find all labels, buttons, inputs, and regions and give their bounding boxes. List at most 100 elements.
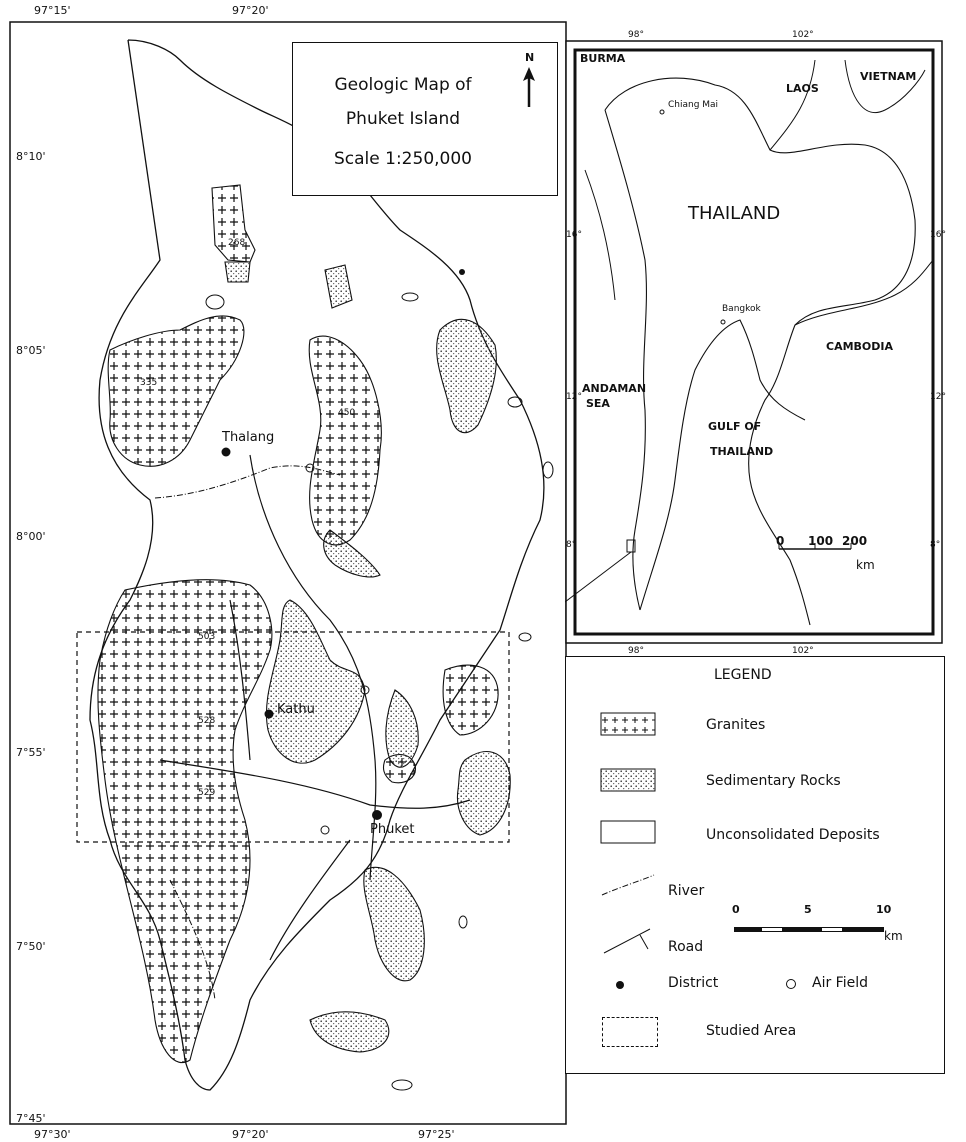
tick-top-2: 97°20' [232, 4, 269, 17]
inset-scale-unit: km [856, 558, 875, 572]
islet [542, 461, 554, 479]
label-chiang-mai: Chiang Mai [668, 100, 719, 110]
inset-tick-left-1: 16° [566, 230, 582, 240]
islet [205, 294, 225, 310]
label-sea: SEA [586, 397, 610, 410]
north-arrow-icon [523, 67, 535, 107]
title-line-3: Scale 1:250,000 [334, 149, 472, 169]
legend-air-field: Air Field [812, 975, 868, 991]
tick-left-3: 8°00' [16, 530, 46, 543]
sediment-island-south [309, 1011, 390, 1053]
granite-south [97, 579, 273, 1063]
inset-scale-200: 200 [842, 534, 868, 548]
legend-studied-area: Studied Area [706, 1023, 797, 1039]
islet [458, 915, 468, 929]
place-phuket: Phuket [370, 822, 415, 837]
label-cambodia: CAMBODIA [826, 340, 894, 353]
unconsolidated-swatch [600, 820, 656, 844]
road-swatch [603, 928, 651, 954]
granite-east [308, 335, 382, 546]
studied-area [76, 631, 510, 843]
inset-tick-right-2: 12° [930, 392, 946, 402]
inset-tick-right-3: 8° [930, 540, 941, 550]
title-line-2: Phuket Island [345, 109, 461, 129]
islet [391, 1079, 413, 1091]
district-icon [616, 981, 624, 989]
islet [459, 269, 465, 275]
legend-scale-bar [734, 927, 884, 932]
sediment-ne-coast [436, 318, 497, 434]
label-vietnam: VIETNAM [860, 70, 917, 83]
inset-tick-bottom-1: 98° [628, 646, 644, 656]
river [154, 465, 341, 499]
sediment-ne [324, 264, 353, 309]
inset-tick-right-1: 16° [930, 230, 946, 240]
district-marker [264, 709, 274, 719]
peak-label: 503 [198, 632, 216, 642]
tick-top-1: 97°15' [34, 4, 71, 17]
granite-north [211, 184, 256, 263]
inset-scale-0: 0 [776, 534, 785, 548]
tick-left-1: 8°10' [16, 150, 46, 163]
label-bangkok: Bangkok [722, 304, 761, 314]
legend-scale-0: 0 [732, 903, 740, 916]
north-label: N [525, 51, 535, 64]
place-kathu: Kathu [277, 702, 315, 717]
place-thalang: Thalang [222, 430, 275, 445]
cambodia-border [794, 259, 934, 326]
islet [401, 292, 419, 302]
river-swatch [601, 874, 655, 896]
inset-map [565, 40, 943, 644]
granite-kathu-east [442, 664, 499, 736]
tick-bottom-3: 97°25' [418, 1128, 455, 1141]
pointer-line [565, 551, 632, 603]
sediment-central [385, 689, 419, 768]
tick-left-4: 7°55' [16, 746, 46, 759]
inset-scale-100: 100 [808, 534, 834, 548]
road [159, 759, 471, 809]
sediment-east [323, 529, 381, 578]
coastline-west [89, 39, 545, 1091]
gulf-coast [639, 319, 806, 611]
label-thailand: THAILAND [688, 203, 781, 224]
district-marker [221, 447, 231, 457]
district-marker [372, 810, 382, 820]
legend-district: District [668, 975, 719, 991]
tick-left-2: 8°05' [16, 344, 46, 357]
road [269, 839, 351, 961]
legend-unconsolidated: Unconsolidated Deposits [706, 827, 880, 843]
thailand-border [604, 77, 916, 626]
label-burma: BURMA [580, 52, 626, 65]
tick-bottom-1: 97°30' [34, 1128, 71, 1141]
sediment-north [224, 261, 251, 283]
granites-swatch [600, 712, 656, 736]
air-field-marker [320, 825, 330, 835]
peak-label: 529 [198, 788, 216, 798]
air-field-marker [360, 685, 370, 695]
legend-river: River [668, 883, 705, 899]
sediment-east-coast [456, 751, 511, 836]
tick-left-6: 7°45' [16, 1112, 46, 1125]
inset-tick-left-2: 12° [566, 392, 582, 402]
tick-bottom-2: 97°20' [232, 1128, 269, 1141]
legend-scale-5: 5 [804, 903, 812, 916]
label-laos: LAOS [786, 82, 819, 95]
islet [518, 632, 532, 642]
air-field-marker [305, 463, 315, 473]
legend-road: Road [668, 939, 704, 955]
legend-swatches [600, 712, 656, 954]
road [229, 599, 251, 761]
label-gulf-of: GULF OF [708, 420, 762, 433]
river [169, 879, 216, 1001]
legend-scale-unit: km [884, 929, 903, 943]
label-andaman: ANDAMAN [582, 382, 647, 395]
inset-tick-top-2: 102° [792, 30, 814, 40]
inset-tick-left-3: 8° [566, 540, 577, 550]
tick-left-5: 7°50' [16, 940, 46, 953]
legend: LEGEND Granites Sedimentary Rocks Uncons… [565, 656, 945, 1074]
air-field-icon [786, 979, 796, 989]
islet [507, 396, 523, 408]
legend-title: LEGEND [714, 667, 772, 683]
